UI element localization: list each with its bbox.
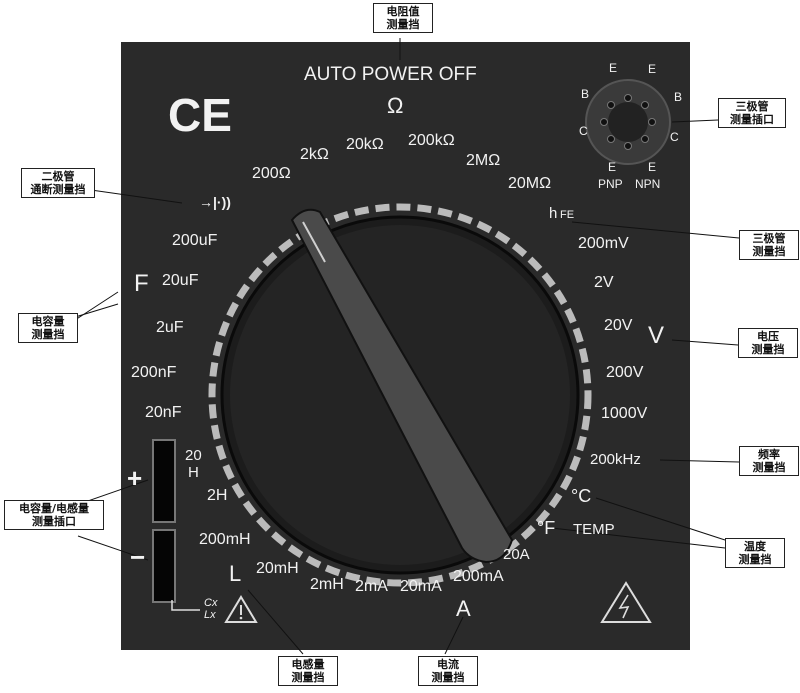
range-2mh: 2mH — [310, 576, 344, 593]
callout-current-line2: 测量挡 — [431, 671, 465, 684]
socket-c-left: C — [579, 124, 588, 138]
high-voltage-warning-icon — [600, 581, 652, 623]
callout-transistor-range-line2: 测量挡 — [752, 245, 786, 258]
callout-resistance: 电阻值 测量挡 — [373, 3, 433, 33]
callout-resistance-line1: 电阻值 — [386, 5, 420, 18]
range-temp: TEMP — [573, 521, 615, 538]
cx-label: Cx — [204, 597, 218, 609]
cx-lx-jack-top[interactable] — [152, 439, 176, 523]
range-20h-number: 20 — [185, 447, 202, 464]
pointer-indicator-line — [302, 221, 326, 263]
range-20a: 20A — [503, 546, 530, 563]
range-200uf: 200uF — [172, 232, 218, 249]
callout-frequency-line2: 测量挡 — [752, 461, 786, 474]
range-200-ohm: 200Ω — [252, 165, 291, 182]
range-20uf: 20uF — [162, 272, 199, 289]
range-tick-ring — [208, 203, 592, 587]
range-200v: 200V — [606, 364, 644, 381]
callout-diode-line2: 通断测量挡 — [30, 183, 86, 196]
callout-frequency-line1: 频率 — [758, 448, 780, 461]
ohm-section-symbol: Ω — [387, 93, 404, 118]
callout-cl-socket: 电容量/电感量 测量插口 — [4, 500, 104, 530]
callout-voltage-line2: 测量挡 — [751, 343, 785, 356]
range-20h-unit: H — [188, 464, 199, 481]
socket-e-top-left: E — [609, 61, 618, 75]
callout-capacitance-line2: 测量挡 — [31, 328, 65, 341]
callout-frequency: 频率 测量挡 — [739, 446, 799, 476]
socket-pnp-label: PNP — [598, 177, 623, 191]
range-2v: 2V — [594, 274, 614, 291]
range-2h: 2H — [207, 487, 228, 504]
range-diode-beep-icon: →|·)) — [199, 194, 231, 210]
callout-voltage-line1: 电压 — [757, 330, 779, 343]
range-200k-ohm: 200kΩ — [408, 132, 455, 149]
range-20mh: 20mH — [256, 560, 299, 577]
ce-mark: CE — [168, 89, 232, 141]
range-20nf: 20nF — [145, 404, 182, 421]
callout-transistor-socket: 三极管 测量插口 — [718, 98, 786, 128]
socket-e-bottom-left: E — [608, 160, 617, 174]
cx-lx-jack-bottom[interactable] — [152, 529, 176, 603]
dial-pointer[interactable] — [290, 208, 514, 564]
warning-triangle-icon-left — [224, 595, 258, 623]
range-2uf: 2uF — [156, 319, 184, 336]
range-20M-ohm: 20MΩ — [508, 175, 552, 192]
range-2k-ohm: 2kΩ — [300, 146, 329, 163]
callout-diode: 二极管 通断测量挡 — [21, 168, 95, 198]
socket-e-top-right: E — [648, 62, 657, 76]
callout-voltage: 电压 测量挡 — [738, 328, 798, 358]
farad-section-symbol: F — [134, 270, 149, 297]
range-20ma: 20mA — [400, 578, 442, 595]
callout-current-line1: 电流 — [437, 658, 459, 671]
amp-section-symbol: A — [456, 596, 471, 621]
socket-b-left: B — [581, 87, 590, 101]
range-200ma: 200mA — [453, 568, 504, 585]
socket-b-right: B — [674, 90, 683, 104]
callout-transistor-range-line1: 三极管 — [752, 232, 786, 245]
callout-transistor-socket-line2: 测量插口 — [730, 113, 774, 126]
callout-inductance: 电感量 测量挡 — [278, 656, 338, 686]
range-200mv: 200mV — [578, 235, 629, 252]
range-1000v: 1000V — [601, 405, 648, 422]
range-fahrenheit: °F — [537, 518, 556, 538]
socket-c-right: C — [670, 130, 679, 144]
callout-inductance-line2: 测量挡 — [291, 671, 325, 684]
range-hfe-h: h — [549, 205, 558, 222]
callout-capacitance-line1: 电容量 — [31, 315, 65, 328]
callout-temperature-line1: 温度 — [744, 540, 766, 553]
range-20v: 20V — [604, 317, 633, 334]
socket-npn-label: NPN — [635, 177, 661, 191]
callout-inductance-line1: 电感量 — [291, 658, 325, 671]
plus-sign: + — [127, 463, 143, 493]
callout-transistor-range: 三极管 测量挡 — [739, 230, 799, 260]
range-200khz: 200kHz — [590, 451, 641, 468]
callout-cl-socket-line2: 测量插口 — [32, 515, 76, 528]
range-200nf: 200nF — [131, 364, 177, 381]
range-hfe-fe: FE — [560, 209, 575, 221]
lx-label: Lx — [204, 609, 216, 621]
range-200mh: 200mH — [199, 531, 251, 548]
callout-diode-line1: 二极管 — [41, 170, 75, 183]
transistor-socket-core — [608, 102, 648, 142]
callout-transistor-socket-line1: 三极管 — [735, 100, 769, 113]
range-2ma: 2mA — [355, 578, 388, 595]
socket-e-bottom-right: E — [648, 160, 657, 174]
callout-capacitance: 电容量 测量挡 — [18, 313, 78, 343]
cx-lx-bracket — [171, 600, 200, 611]
volt-section-symbol: V — [648, 322, 665, 349]
callout-resistance-line2: 测量挡 — [386, 18, 420, 31]
callout-lines — [61, 38, 740, 655]
callout-temperature: 温度 测量挡 — [725, 538, 785, 568]
range-20k-ohm: 20kΩ — [346, 136, 384, 153]
callout-current: 电流 测量挡 — [418, 656, 478, 686]
callout-temperature-line2: 测量挡 — [738, 553, 772, 566]
minus-sign: − — [130, 542, 146, 572]
range-2M-ohm: 2MΩ — [466, 152, 501, 169]
henry-section-symbol: L — [229, 561, 242, 586]
auto-power-off-label: AUTO POWER OFF — [304, 64, 477, 85]
callout-cl-socket-line1: 电容量/电感量 — [18, 502, 90, 515]
range-celsius: °C — [571, 486, 592, 506]
